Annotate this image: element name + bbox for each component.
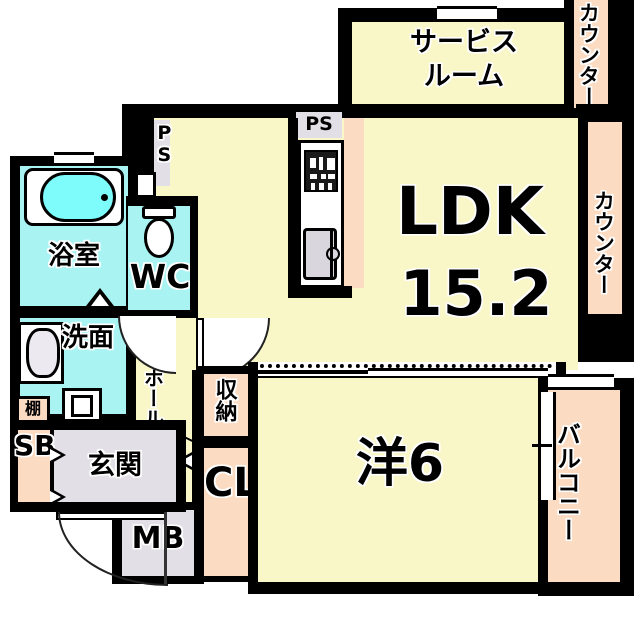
- washing-machine: [62, 388, 102, 422]
- entrance-door-arc: [58, 512, 168, 586]
- kitchen-sink-divider: [330, 230, 333, 278]
- counter-top-surface: [574, 0, 608, 108]
- western-room-floor: [258, 378, 556, 582]
- counter-right-surface: [588, 122, 622, 314]
- entrance-label: 玄関: [88, 450, 142, 481]
- service-room-label-line2: ルーム: [423, 61, 505, 92]
- counter-right-label: カウンター: [591, 190, 616, 295]
- entrance-door-hinge: [164, 512, 167, 584]
- pipe-shaft-left-label: PS: [153, 122, 176, 166]
- balcony-top-window: [548, 374, 614, 390]
- pipe-shaft-left-box: [152, 120, 170, 186]
- room-partition-dotted: [252, 364, 552, 368]
- pipe-shaft-right-box: [296, 112, 342, 138]
- shelf-label: 棚: [24, 399, 41, 418]
- balcony-floor: [548, 390, 620, 582]
- bathroom-window: [54, 152, 94, 166]
- hall-left-wall: [126, 318, 136, 512]
- room-partition-panel-left: [252, 370, 368, 374]
- kitchen-faucet: [326, 247, 340, 261]
- washing-machine-inner: [71, 395, 93, 417]
- closet-label: CL: [204, 460, 259, 506]
- outer-bottom-left-wall: [10, 502, 60, 512]
- kitchen-stove: [304, 150, 338, 192]
- bathtub-drain-icon: [101, 194, 108, 201]
- shoe-box-label: SB: [14, 429, 56, 462]
- ldk-label: LDK: [396, 173, 544, 250]
- counter-top-label: カウンター: [576, 2, 601, 107]
- shoe-box-floor: [18, 430, 50, 502]
- toilet-tank: [142, 206, 176, 219]
- bathroom-label: 浴室: [47, 241, 100, 271]
- washroom-label: 洗面: [62, 323, 115, 353]
- service-room-label-line1: サービス: [410, 27, 518, 58]
- bathroom-door-arrow-icon: [86, 288, 114, 306]
- balcony-door-mark: [532, 444, 552, 447]
- room-partition-panel-right: [368, 368, 548, 371]
- balcony-right-rail: [620, 382, 624, 580]
- service-room-window: [437, 6, 497, 22]
- hall-label: ホール: [140, 368, 165, 428]
- closet-floor: [204, 448, 248, 576]
- storage-floor: [204, 374, 248, 436]
- western-room-label: 洋6: [355, 434, 445, 494]
- counter-right-upper-strip: [344, 118, 364, 288]
- shelf-box: [16, 396, 50, 424]
- counter-right-outer-wall: [622, 104, 634, 314]
- shoe-box-arrow-bottom-icon: [50, 488, 66, 506]
- balcony-label: バルコニー: [552, 422, 581, 542]
- toilet-bowl: [144, 218, 174, 258]
- kitchen-bottom-wall: [290, 286, 352, 298]
- ldk-top-wall-left: [122, 104, 352, 120]
- right-mid-black-block: [576, 312, 634, 362]
- ldk-area-label: 15.2: [399, 257, 553, 330]
- toilet-label: WC: [129, 257, 191, 296]
- pipe-shaft-right-label: PS: [305, 113, 333, 135]
- storage-label: 収納: [211, 378, 237, 422]
- kitchen-left-wall: [288, 118, 298, 298]
- entrance-floor: [54, 430, 176, 502]
- vanity-basin: [26, 328, 60, 378]
- service-room-floor: [352, 22, 576, 104]
- shoe-box-arrow-top-icon: [50, 446, 66, 464]
